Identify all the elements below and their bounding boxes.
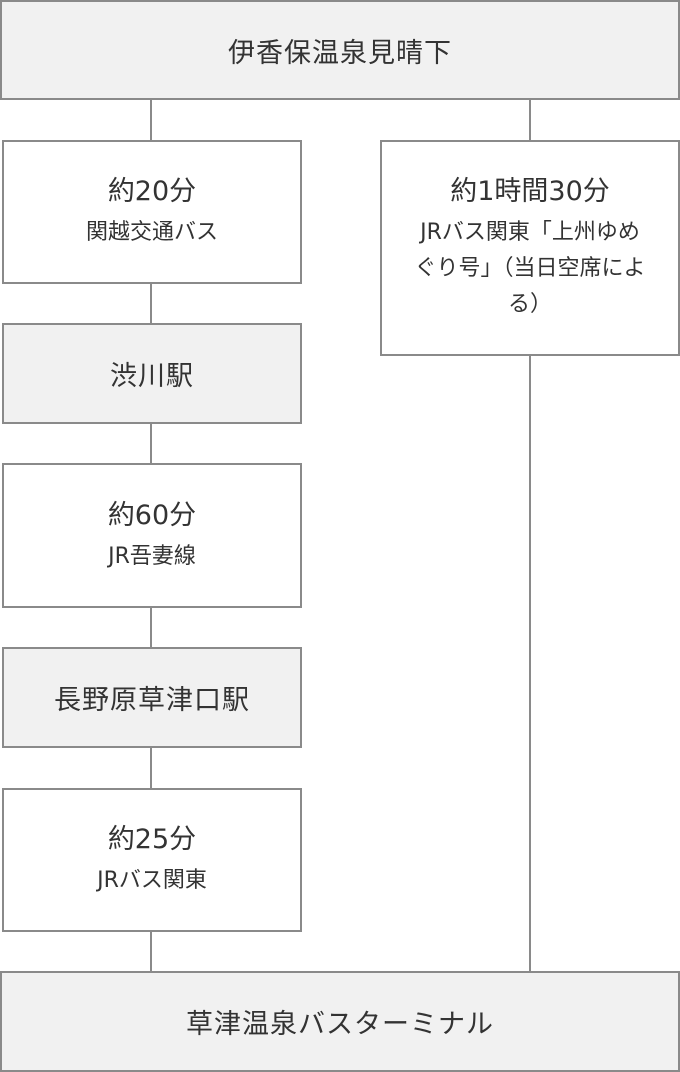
station-naganohara-label: 長野原草津口駅 <box>54 685 250 716</box>
connector-right-leg-to-end <box>529 356 531 971</box>
station-shibukawa: 渋川駅 <box>2 323 302 424</box>
leg-duration: 約20分 <box>107 176 197 207</box>
station-start: 伊香保温泉見晴下 <box>0 0 680 100</box>
route-leg-train: 約60分 JR吾妻線 <box>2 463 302 608</box>
station-end-label: 草津温泉バスターミナル <box>186 1009 494 1040</box>
leg-duration: 約1時間30分 <box>450 176 610 207</box>
connector-leg2-to-naganohara <box>150 608 152 647</box>
connector-shibukawa-to-leg2 <box>150 424 152 463</box>
connector-naganohara-to-leg3 <box>150 748 152 788</box>
station-naganohara: 長野原草津口駅 <box>2 647 302 748</box>
leg-duration: 約60分 <box>107 499 197 531</box>
leg-mode: JRバス関東 <box>97 868 207 893</box>
station-shibukawa-label: 渋川駅 <box>110 361 194 392</box>
leg-mode: JR吾妻線 <box>108 543 196 569</box>
leg-duration: 約25分 <box>107 824 197 855</box>
connector-start-to-leg1 <box>150 100 152 140</box>
connector-start-to-right-leg <box>529 100 531 140</box>
leg-mode: JRバス関東「上州ゆめぐり号」（当日空席による） <box>414 220 646 317</box>
route-leg-bus-to-shibukawa: 約20分 関越交通バス <box>2 140 302 284</box>
route-leg-direct-bus: 約1時間30分 JRバス関東「上州ゆめぐり号」（当日空席による） <box>380 140 680 356</box>
leg-mode: 関越交通バス <box>85 220 218 245</box>
connector-leg1-to-shibukawa <box>150 284 152 323</box>
route-leg-bus-to-kusatsu: 約25分 JRバス関東 <box>2 788 302 932</box>
station-end: 草津温泉バスターミナル <box>0 971 680 1072</box>
station-start-label: 伊香保温泉見晴下 <box>228 37 452 69</box>
connector-leg3-to-end <box>150 932 152 971</box>
